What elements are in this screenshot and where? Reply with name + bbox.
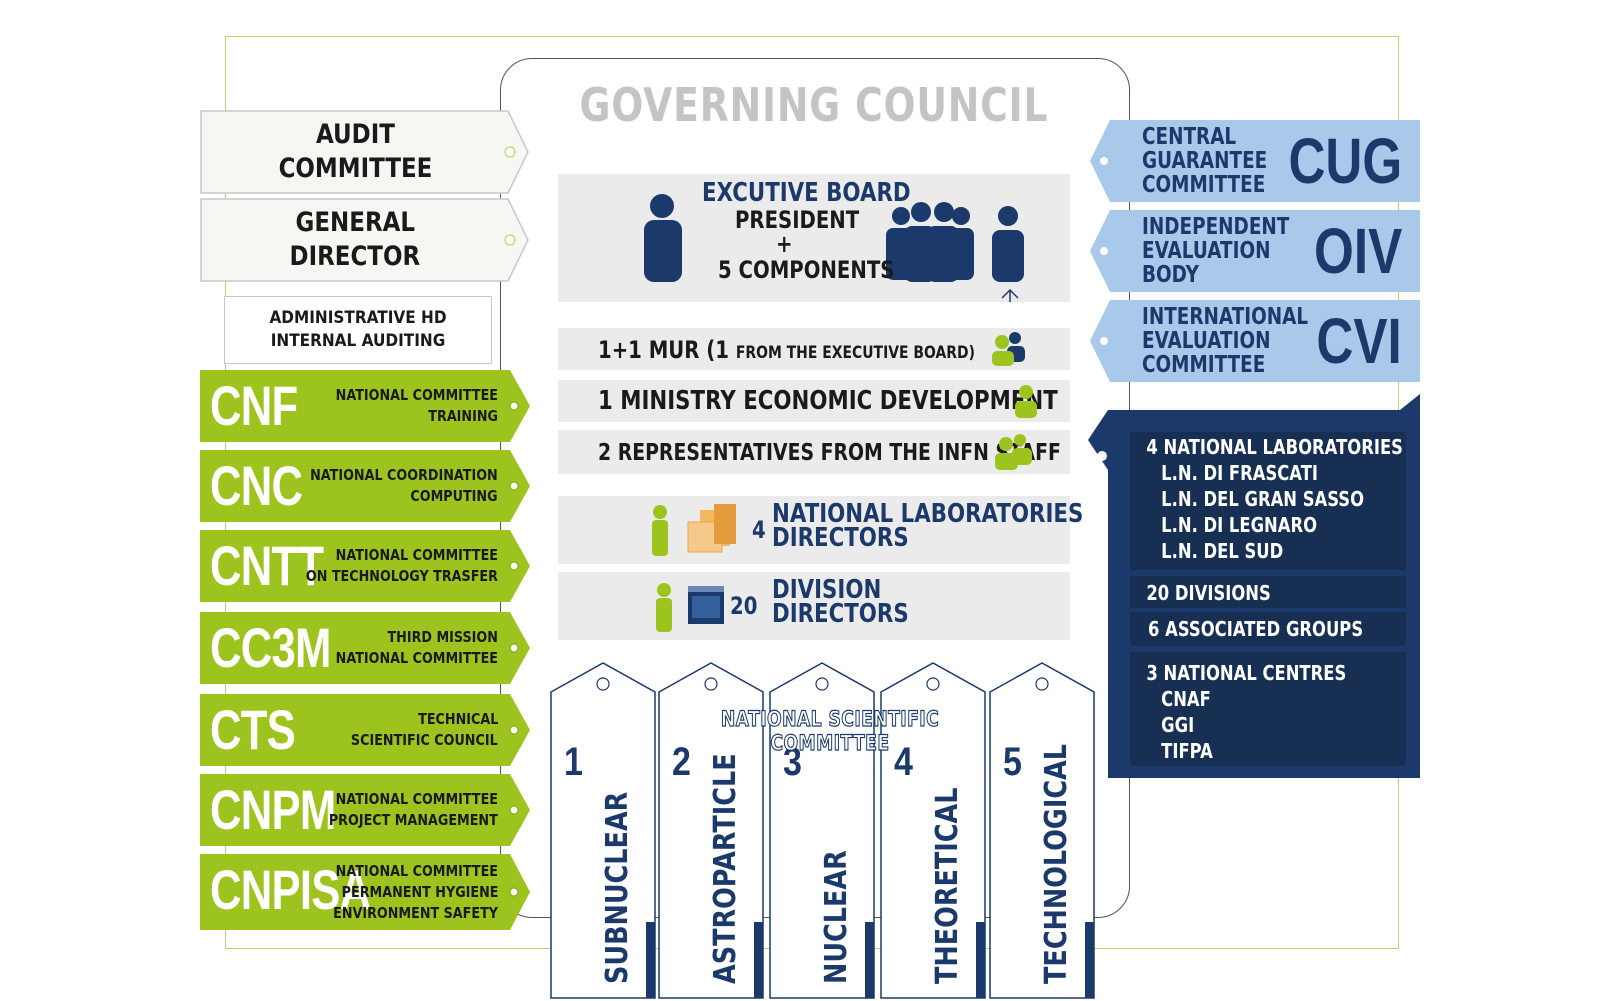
staff-row: 2 REPRESENTATIVES FROM THE INFN STAFF	[558, 430, 1070, 474]
executive-plus: +	[776, 230, 793, 258]
executive-board-figures	[644, 194, 1024, 302]
lab-directors-count: 4	[752, 516, 766, 544]
building-icon	[687, 504, 736, 553]
divisions-box: 20 DIVISIONS	[1130, 576, 1406, 608]
committee-code: CNC	[210, 454, 303, 517]
committee-code: CNF	[210, 374, 298, 437]
committee-number: 2	[672, 740, 691, 784]
ministry-row: 1 MINISTRY ECONOMIC DEVELOPMENT	[558, 380, 1070, 422]
mur-text: 1+1 MUR (1 FROM THE EXECUTIVE BOARD)	[598, 336, 975, 364]
ministry-person-icon	[1015, 385, 1037, 418]
executive-president: PRESIDENT	[735, 206, 860, 234]
governing-council-title: GOVERNING COUNCIL	[579, 78, 1049, 132]
right-tag-abbr: CVI	[1316, 305, 1402, 377]
mur-people-icon	[992, 332, 1025, 366]
committee-code: CNPM	[210, 778, 336, 841]
staff-text: 2 REPRESENTATIVES FROM THE INFN STAFF	[598, 440, 1061, 466]
committee-name: TECHNOLOGICAL	[1039, 743, 1074, 984]
division-directors-icons	[656, 583, 724, 632]
executive-components: 5 COMPONENTS	[718, 256, 895, 284]
committee-code: CC3M	[210, 616, 331, 679]
division-directors-count: 20	[730, 592, 758, 620]
president-icon	[644, 194, 682, 282]
staff-people-icon	[995, 434, 1032, 470]
person-icon	[656, 583, 672, 632]
executive-board-title: EXCUTIVE BOARD	[702, 178, 911, 208]
mur-row: 1+1 MUR (1 FROM THE EXECUTIVE BOARD)	[558, 328, 1070, 370]
committee-number: 3	[783, 740, 802, 784]
scientific-committee-technological[interactable]: 5 TECHNOLOGICAL	[989, 662, 1095, 1000]
committee-name: SUBNUCLEAR	[600, 791, 635, 984]
committee-name: NUCLEAR	[819, 850, 854, 984]
national-laboratories-box: 4 NATIONAL LABORATORIES L.N. DI FRASCATI…	[1130, 432, 1406, 570]
committee-code: CTS	[210, 698, 296, 761]
committee-number: 5	[1003, 740, 1022, 784]
committee-code: CNTT	[210, 534, 324, 597]
arrow-up-icon	[1001, 288, 1019, 302]
committee-number: 4	[894, 740, 913, 784]
associated-groups-box: 6 ASSOCIATED GROUPS	[1130, 612, 1406, 646]
right-tag-abbr: OIV	[1313, 215, 1402, 287]
committee-code: CNPISA	[210, 858, 371, 921]
right-tag-abbr: CUG	[1288, 125, 1402, 197]
committee-name: THEORETICAL	[930, 787, 965, 984]
executive-board-row: EXCUTIVE BOARD PRESIDENT + 5 COMPONENTS	[558, 174, 1070, 302]
institution-icon	[688, 586, 724, 624]
national-centres-box: 3 NATIONAL CENTRES CNAF GGI TIFPA	[1130, 652, 1406, 766]
national-scientific-committee-title: NATIONAL SCIENTIFIC COMMITTEE	[720, 706, 940, 755]
components-group-icon	[886, 202, 1024, 282]
scientific-committee-astroparticle[interactable]: 2 ASTROPARTICLE	[658, 662, 764, 1000]
lab-directors-icons	[652, 504, 736, 556]
committee-name: ASTROPARTICLE	[708, 753, 743, 984]
person-icon	[652, 505, 668, 556]
ministry-text: 1 MINISTRY ECONOMIC DEVELOPMENT	[598, 386, 1058, 416]
committee-number: 1	[564, 740, 583, 784]
